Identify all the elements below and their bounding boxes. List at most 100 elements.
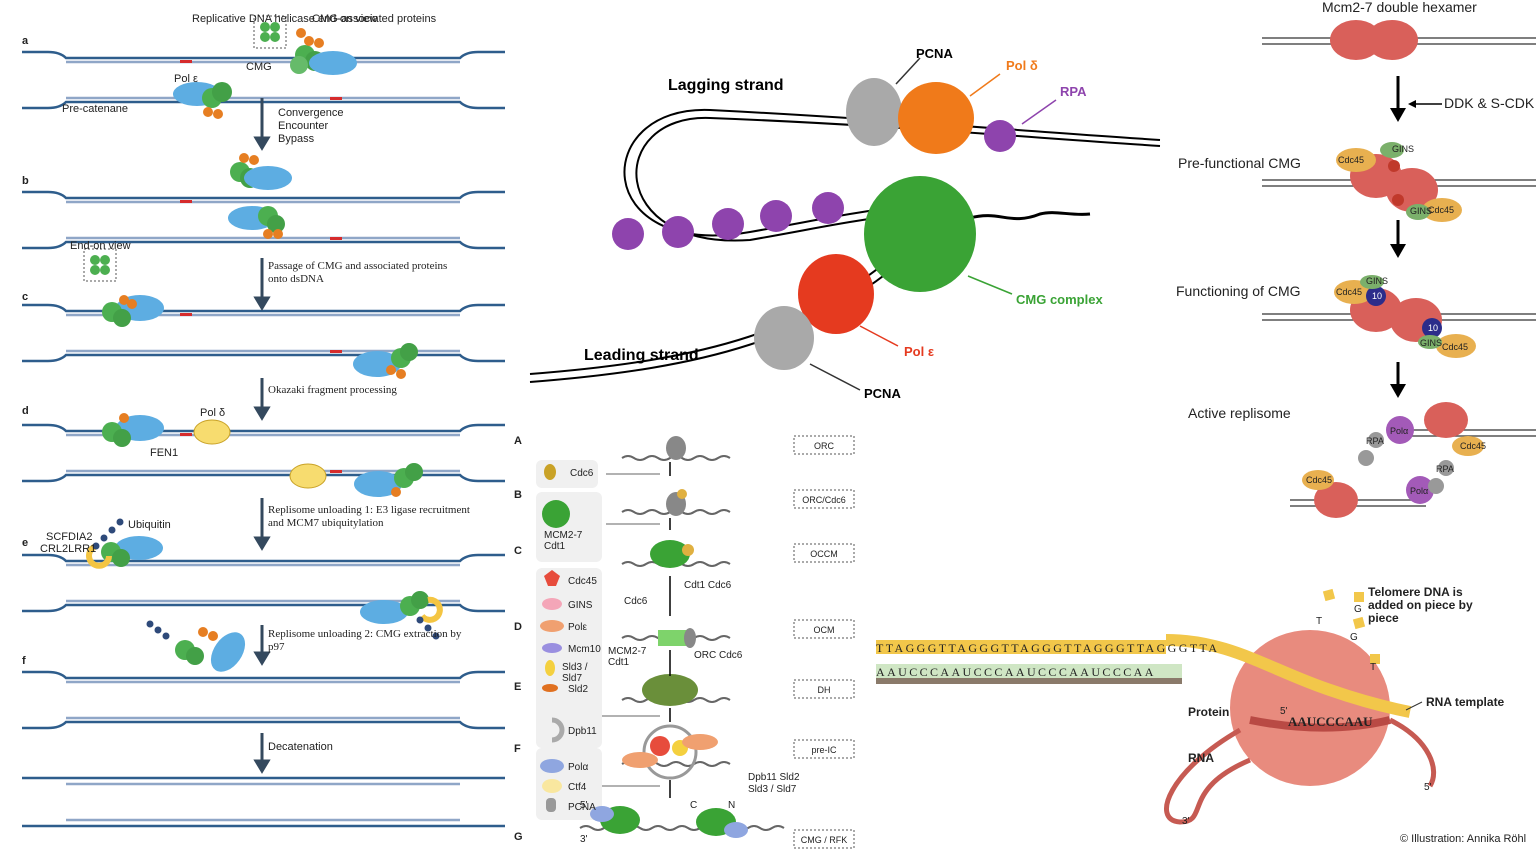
legend-cdc6: Cdc6 — [570, 468, 594, 479]
pol-e-label: Pol ε — [174, 73, 198, 85]
primer-mark — [330, 470, 342, 473]
step-bypass: Bypass — [278, 133, 315, 145]
row-F: F — [514, 743, 521, 755]
dna-strand-top — [22, 303, 505, 313]
top-sequence: TTAGGGTTAGGGTTAGGGTTAGGGTTAGGGTTA — [876, 641, 1219, 655]
step-unloading-1: Replisome unloading 1: E3 ligase recruit… — [268, 504, 470, 529]
row-B: B — [514, 489, 522, 501]
row-letter-d: d — [22, 405, 29, 417]
pol-d-struct-label: Pol δ — [1006, 58, 1038, 73]
cmg-assoc-label: CMG-associated proteins — [312, 13, 437, 25]
side-dpb-sld2: Dpb11 Sld2 — [748, 772, 800, 783]
legend-cdc45: Cdc45 — [568, 576, 597, 587]
base-g-2: G — [1350, 632, 1358, 643]
row-E: E — [514, 681, 521, 693]
legend-dpb11: Dpb11 — [568, 726, 597, 737]
cmg-shape — [864, 176, 976, 292]
step-convergence: Convergence — [278, 107, 343, 119]
primer-mark — [330, 97, 342, 100]
end-n: N — [728, 800, 735, 811]
stage-orc-cdc6: ORC/Cdc6 — [802, 495, 846, 505]
row-G: G — [514, 831, 523, 843]
rpa-label: RPA — [1060, 84, 1087, 99]
stage-active: Active replisome — [1188, 405, 1291, 421]
legend-mcm-cdt1: MCM2-7 Cdt1 — [544, 530, 583, 552]
cdc45-a-2: Cdc45 — [1306, 475, 1332, 485]
base-t-2: T — [1370, 662, 1376, 673]
stage-orc: ORC — [814, 441, 835, 451]
termination-schematic-panel: a b c d e f Replicative DNA helicase end… — [0, 0, 510, 864]
bottom-sequence: AAUCCCAAUCCCAAUCCCAAUCCCAA — [876, 665, 1156, 679]
telomerase-panel: TTAGGGTTAGGGTTAGGGTTAGGGTTAGGGTTA AAUCCC… — [870, 560, 1536, 864]
added-note: Telomere DNA is added on piece by piece — [1368, 586, 1473, 625]
scf-label: SCFDIA2 — [46, 531, 92, 543]
end-c: C — [690, 800, 697, 811]
pola-1: Polα — [1390, 426, 1408, 436]
row-letter-a: a — [22, 35, 29, 47]
dna-strand-top — [22, 50, 505, 60]
step-passage: Passage of CMG and associated proteins o… — [268, 260, 448, 285]
leading-strand-label: Leading strand — [584, 347, 699, 364]
step-unloading-2: Replisome unloading 2: CMG extraction by… — [268, 628, 462, 653]
stage-functioning: Functioning of CMG — [1176, 283, 1301, 299]
cmg-helicase-shapes — [83, 15, 443, 672]
rpa-2: RPA — [1436, 464, 1454, 474]
ubiquitin-label: Ubiquitin — [128, 519, 171, 531]
replisome-structure-panel: PCNA Pol δ RPA Lagging strand CMG comple… — [510, 0, 1166, 430]
gins-f-2: GINS — [1420, 338, 1442, 348]
side-sld3-sld7: Sld3 / Sld7 — [748, 784, 797, 795]
dna-strand-bottom — [22, 603, 505, 613]
gins-pf-2: GINS — [1410, 206, 1432, 216]
primer-mark — [180, 433, 192, 436]
side-cdc6: Cdc6 — [624, 596, 648, 607]
rpa-blobs — [612, 120, 1016, 250]
credit-text: © Illustration: Annika Röhl — [1400, 833, 1526, 845]
crl2-label: CRL2LRR1 — [40, 543, 96, 555]
step-decatenation: Decatenation — [268, 741, 333, 753]
gins-pf-1: GINS — [1392, 144, 1414, 154]
pcna-top-label: PCNA — [916, 46, 953, 61]
stage-cmg-rfk: CMG / RFK — [801, 835, 848, 845]
dna-strand-bottom — [22, 240, 505, 250]
pcna-top-shape — [846, 78, 902, 146]
primer-mark — [180, 60, 192, 63]
template-seq: AAUCCCAAU — [1288, 714, 1373, 729]
cmg-activation-panel: Mcm2-7 double hexamer DDK & S-CDK Pre-fu… — [1166, 0, 1536, 560]
cdc45-pf-1: Cdc45 — [1338, 155, 1364, 165]
stage-dh: DH — [818, 685, 831, 695]
pol-d-label: Pol δ — [200, 407, 225, 419]
double-hexamer-title: Mcm2-7 double hexamer — [1322, 0, 1477, 15]
side-orc-cdc6: ORC Cdc6 — [694, 650, 743, 661]
side-cdt1-cdc6: Cdt1 Cdc6 — [684, 580, 732, 591]
stage-occm: OCCM — [810, 549, 838, 559]
replisome-structure: PCNA Pol δ RPA Lagging strand CMG comple… — [529, 46, 1161, 401]
rna-template-label: RNA template — [1426, 695, 1505, 709]
legend-sld3: Sld3 / Sld7 — [562, 662, 588, 684]
row-A: A — [514, 435, 522, 447]
end-5-a: 5' — [580, 800, 588, 811]
fen1-label: FEN1 — [150, 447, 178, 459]
origin-licensing: A B C D E F G — [514, 435, 855, 849]
legend-pole: Polε — [568, 622, 587, 633]
stage-ocm: OCM — [814, 625, 835, 635]
rna-label: RNA — [1188, 751, 1214, 765]
top-strand-bar — [876, 640, 1166, 654]
base-g-1: G — [1354, 604, 1362, 615]
row-letter-c: c — [22, 291, 28, 303]
cdc45-pf-2: Cdc45 — [1428, 205, 1454, 215]
ten-f-2: 10 — [1428, 323, 1438, 333]
pcna-bottom-label: PCNA — [864, 386, 901, 401]
pol-epsilon-shape — [798, 254, 874, 334]
pol-delta-shape — [898, 82, 974, 154]
legend-gins: GINS — [568, 600, 593, 611]
five-prime-rna: 5' — [1424, 782, 1432, 793]
end-3-a: 3' — [580, 834, 588, 845]
row-letter-f: f — [22, 655, 26, 667]
five-prime-label: 5' — [1280, 706, 1288, 717]
dna-strand-top — [22, 670, 505, 680]
legend-pcna: PCNA — [568, 802, 596, 813]
row-letter-b: b — [22, 175, 29, 187]
legend-mcm10: Mcm10 — [568, 644, 601, 655]
stage-prefunctional: Pre-functional CMG — [1178, 155, 1301, 171]
primer-mark — [180, 200, 192, 203]
